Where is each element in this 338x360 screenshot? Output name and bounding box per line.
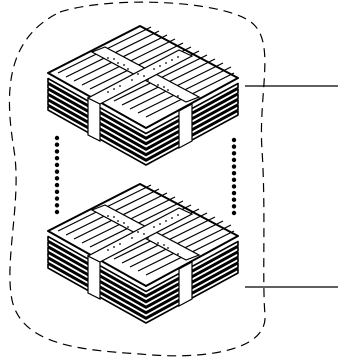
- lower-battery-stack: [47, 183, 239, 324]
- connector-dot: [231, 184, 237, 189]
- connector-dot: [54, 135, 60, 141]
- strap-side: [178, 102, 193, 150]
- connector-dot: [54, 142, 60, 147]
- connector-dot: [54, 209, 60, 215]
- connector-dot: [54, 169, 60, 174]
- stack-layer: [47, 99, 239, 161]
- stack-layer: [47, 83, 239, 144]
- stack-layer: [47, 235, 239, 297]
- stack-layer: [47, 241, 239, 302]
- connector-dot: [54, 155, 60, 161]
- stack-layer: [47, 263, 239, 324]
- strap-side: [87, 97, 101, 142]
- upper-battery-stack: [47, 25, 239, 166]
- stack-layer: [47, 252, 239, 313]
- dashed-boundary: [8, 1, 266, 357]
- right-dotted-connector: [231, 137, 237, 216]
- connector-dot: [231, 170, 237, 176]
- connector-dot: [231, 164, 237, 169]
- stack-layer: [47, 105, 239, 166]
- connector-dot: [54, 196, 60, 201]
- connector-dot: [231, 197, 237, 202]
- connector-dot: [54, 182, 60, 188]
- strap-side: [87, 255, 101, 300]
- stack-layer: [47, 88, 239, 150]
- connector-dot: [231, 204, 237, 209]
- connector-dot: [231, 151, 237, 156]
- stack-layer: [47, 77, 239, 139]
- stack-layer: [47, 94, 239, 155]
- connector-dot: [54, 176, 60, 181]
- connector-dot: [54, 189, 60, 195]
- connector-dot: [231, 137, 237, 143]
- connector-dot: [231, 210, 237, 216]
- connector-dot: [231, 144, 237, 149]
- connector-dot: [54, 162, 60, 168]
- left-dotted-connector: [54, 135, 60, 215]
- connector-dot: [54, 149, 60, 154]
- strap-side: [178, 260, 193, 308]
- connector-dot: [231, 177, 237, 183]
- stack-layer: [47, 257, 239, 319]
- connector-dot: [54, 203, 60, 208]
- stack-layer: [47, 246, 239, 308]
- connector-dot: [231, 157, 237, 163]
- connector-dot: [231, 190, 237, 196]
